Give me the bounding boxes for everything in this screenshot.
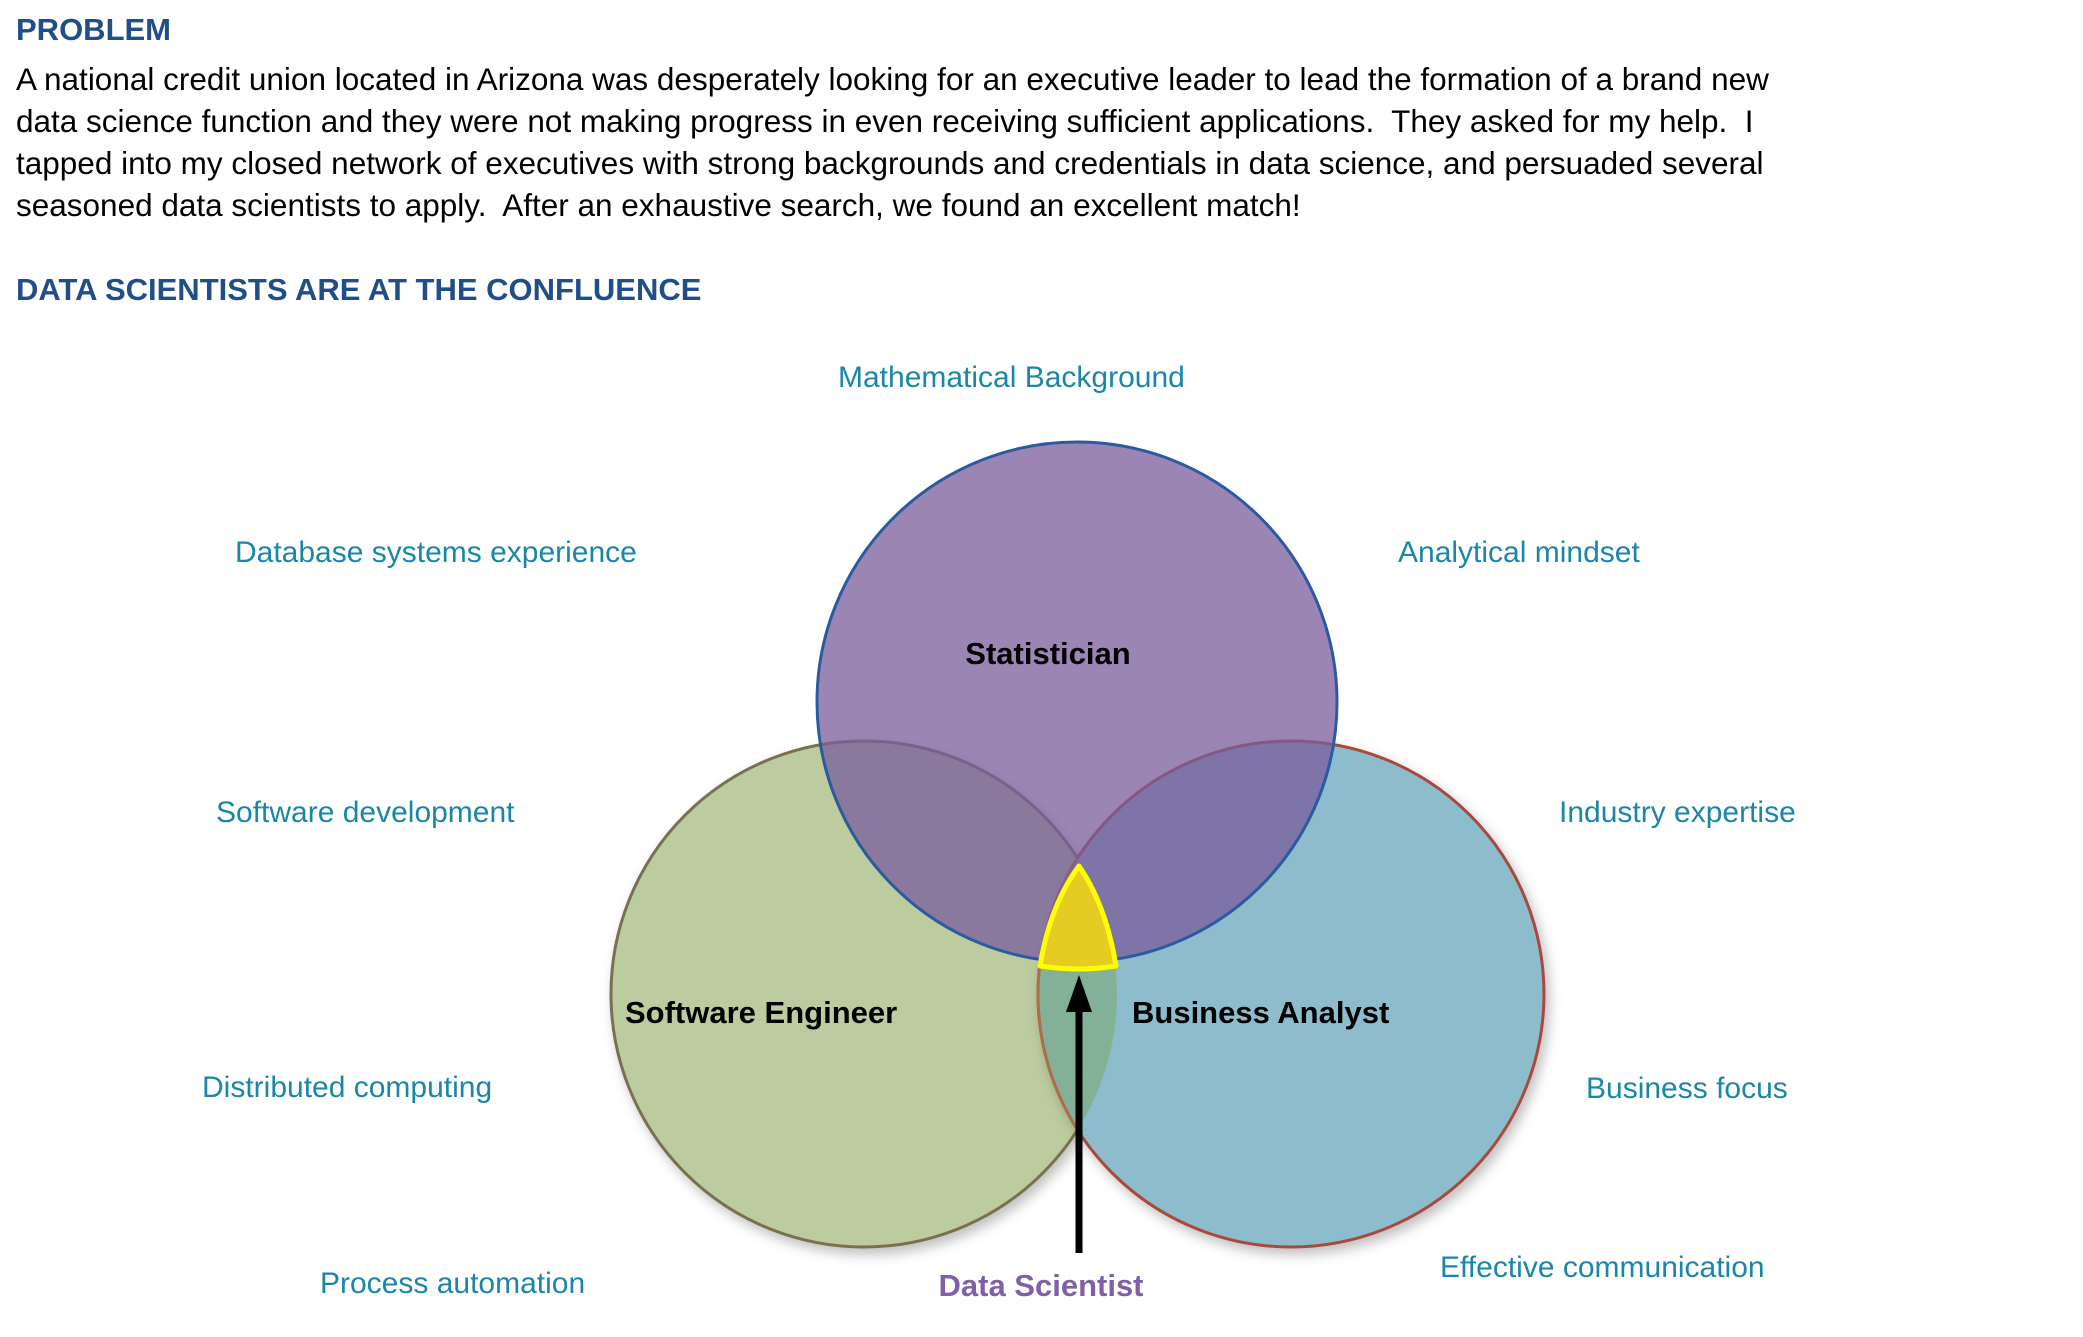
skill-database-systems: Database systems experience: [235, 536, 637, 569]
role-statistician: Statistician: [965, 636, 1131, 671]
skill-process-automation: Process automation: [320, 1267, 586, 1300]
problem-line: seasoned data scientists to apply. After…: [16, 187, 1301, 223]
arrow-head-icon: [1066, 975, 1092, 1012]
problem-line: tapped into my closed network of executi…: [16, 145, 1764, 181]
role-data-scientist: Data Scientist: [938, 1268, 1144, 1303]
problem-line: A national credit union located in Arizo…: [16, 61, 1769, 97]
role-software-engineer: Software Engineer: [625, 995, 898, 1030]
problem-description: A national credit union located in Arizo…: [16, 58, 1769, 226]
diagram-heading: DATA SCIENTISTS ARE AT THE CONFLUENCE: [16, 272, 702, 307]
skill-distributed-computing: Distributed computing: [202, 1071, 493, 1104]
skill-effective-communication: Effective communication: [1440, 1251, 1765, 1284]
skill-industry-expertise: Industry expertise: [1559, 796, 1796, 829]
problem-line: data science function and they were not …: [16, 103, 1754, 139]
skill-mathematical-background: Mathematical Background: [838, 361, 1185, 394]
skill-business-focus: Business focus: [1586, 1072, 1788, 1105]
role-business-analyst: Business Analyst: [1132, 995, 1390, 1030]
engineer-analyst-overlap: [1036, 741, 1117, 1247]
skill-analytical-mindset: Analytical mindset: [1398, 536, 1640, 569]
skill-software-development: Software development: [216, 796, 515, 829]
problem-heading: PROBLEM: [16, 12, 171, 47]
data-scientist-region: [1037, 863, 1119, 972]
